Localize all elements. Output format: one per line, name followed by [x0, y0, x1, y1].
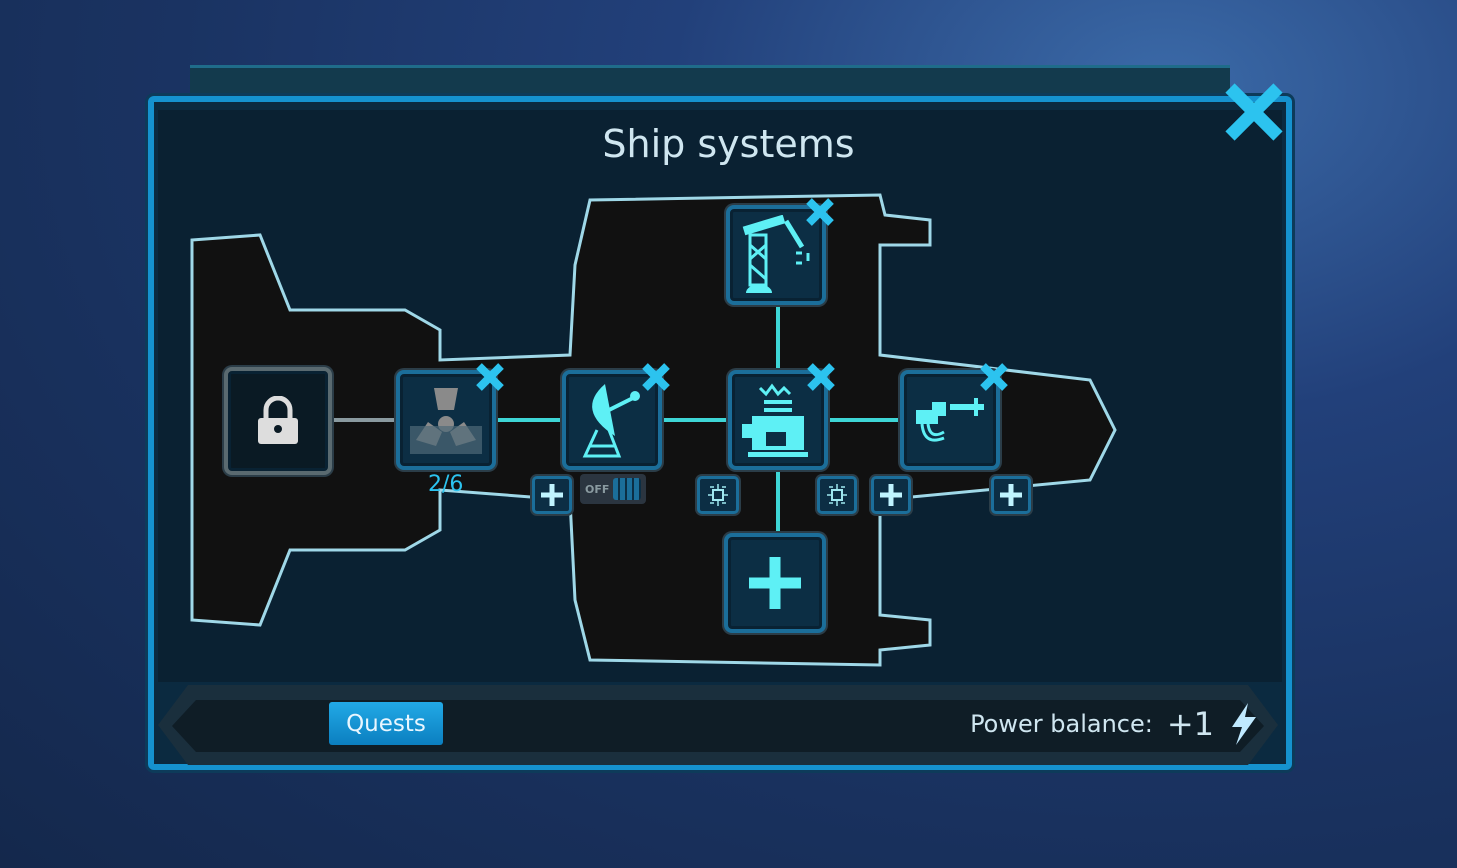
quests-button[interactable]: Quests — [329, 702, 443, 745]
add-module-button[interactable] — [724, 533, 826, 633]
remove-core-icon[interactable] — [804, 360, 838, 394]
satellite-dish-icon — [582, 384, 640, 458]
remove-crane-icon[interactable] — [803, 195, 837, 229]
radar-module[interactable] — [562, 370, 662, 470]
power-balance: Power balance: +1 — [860, 700, 1264, 748]
panel-tab — [190, 65, 1230, 99]
gun-icon — [916, 398, 984, 442]
power-balance-value: +1 — [1166, 705, 1214, 743]
computer-core-icon — [742, 383, 808, 457]
add-upgrade-button[interactable] — [991, 476, 1031, 514]
chip-slot[interactable] — [817, 476, 857, 514]
chip-icon — [708, 484, 728, 506]
plus-icon — [880, 484, 902, 506]
plus-icon — [1000, 484, 1022, 506]
toggle-knob — [613, 478, 642, 500]
remove-weapon-icon[interactable] — [977, 360, 1011, 394]
toggle-label: OFF — [585, 482, 610, 496]
reactor-count: 2/6 — [428, 472, 464, 497]
power-balance-label: Power balance: — [970, 710, 1153, 738]
chip-slot[interactable] — [697, 476, 739, 514]
add-upgrade-button[interactable] — [532, 476, 572, 514]
radar-power-toggle[interactable]: OFF — [580, 474, 646, 504]
remove-reactor-icon[interactable] — [473, 360, 507, 394]
lock-icon — [258, 396, 298, 444]
core-module[interactable] — [728, 370, 828, 470]
robot-arm-icon — [742, 215, 810, 293]
page-title: Ship systems — [602, 122, 855, 166]
plus-icon — [749, 557, 801, 609]
radiation-icon — [410, 388, 482, 454]
crane-module[interactable] — [726, 205, 826, 305]
close-icon[interactable] — [1222, 80, 1286, 144]
chip-icon — [827, 484, 847, 506]
locked-slot[interactable] — [224, 367, 332, 475]
remove-radar-icon[interactable] — [639, 360, 673, 394]
add-upgrade-button[interactable] — [871, 476, 911, 514]
lightning-icon — [1232, 703, 1256, 745]
plus-icon — [541, 484, 563, 506]
